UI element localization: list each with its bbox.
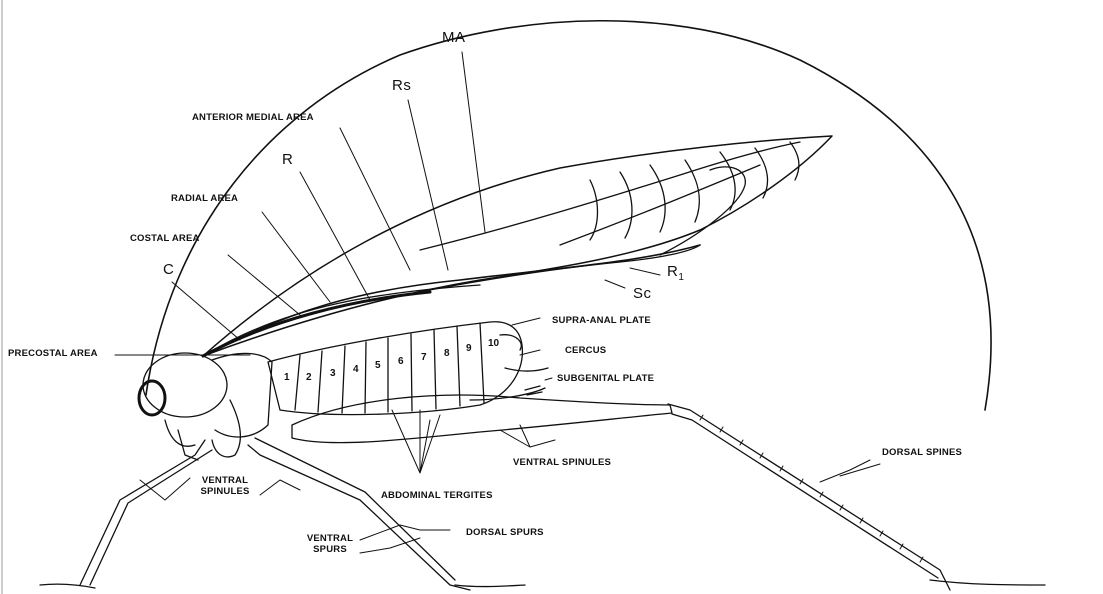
- wing-vein-r1: [560, 165, 760, 245]
- wing-crossvein-7: [790, 142, 799, 180]
- label-r1: R1: [667, 264, 684, 286]
- label-subgenital-plate: SUBGENITAL PLATE: [557, 373, 654, 384]
- label-anterior-medial-area: ANTERIOR MEDIAL AREA: [192, 112, 314, 123]
- segment-number: 8: [444, 348, 450, 359]
- label-precostal-area: PRECOSTAL AREA: [8, 348, 98, 359]
- label-costal-area: COSTAL AREA: [130, 233, 200, 244]
- segment-number: 2: [306, 372, 312, 383]
- label-ventral-spinules-mid: VENTRAL SPINULES: [513, 457, 611, 468]
- label-r: R: [282, 152, 293, 168]
- pronotum: [212, 353, 272, 437]
- hind-tibia: [668, 404, 950, 590]
- label-dorsal-spurs: DORSAL SPURS: [466, 527, 544, 538]
- label-cercus: CERCUS: [565, 345, 606, 356]
- wing-crossvein-2: [620, 172, 632, 238]
- segment-number: 9: [466, 343, 472, 354]
- label-sc: Sc: [633, 286, 652, 302]
- label-supra-anal-plate: SUPRA-ANAL PLATE: [552, 315, 651, 326]
- wing-subcosta-vein: [210, 285, 480, 352]
- wing-vein-ma: [420, 142, 800, 250]
- label-ventral-spurs-line1: VENTRAL: [300, 533, 360, 544]
- segment-number: 3: [330, 368, 336, 379]
- cercus-shape: [505, 368, 548, 371]
- wing-costal-veins: [203, 292, 430, 356]
- wing-crossvein-3: [650, 165, 665, 232]
- supra-anal-plate-shape: [500, 335, 521, 350]
- label-ventral-spurs-line2: SPURS: [300, 544, 360, 555]
- segment-number: 6: [398, 356, 404, 367]
- compound-eye: [139, 381, 165, 415]
- label-r1-sub: 1: [678, 272, 684, 283]
- mouthparts: [165, 420, 198, 460]
- label-radial-area: RADIAL AREA: [171, 193, 238, 204]
- label-c: C: [163, 262, 174, 278]
- label-ventral-spinules-left-line2: SPINULES: [190, 486, 260, 497]
- wing-vein-ovate: [660, 167, 745, 255]
- label-ventral-spinules-left: VENTRAL SPINULES: [190, 475, 260, 497]
- label-ma: MA: [442, 30, 466, 46]
- label-dorsal-spines: DORSAL SPINES: [882, 447, 962, 458]
- label-ventral-spurs: VENTRAL SPURS: [300, 533, 360, 555]
- segment-number: 5: [375, 360, 381, 371]
- segment-number: 4: [353, 364, 359, 375]
- wing-crossvein-6: [755, 148, 768, 198]
- label-abdominal-tergites: ABDOMINAL TERGITES: [381, 490, 493, 501]
- label-ventral-spinules-left-line1: VENTRAL: [190, 475, 260, 486]
- segment-number: 10: [488, 338, 499, 349]
- segment-number: 7: [421, 352, 427, 363]
- segment-number: 1: [284, 372, 290, 383]
- front-coxa: [212, 400, 240, 457]
- middle-leg: [248, 438, 470, 590]
- front-leg: [80, 440, 212, 585]
- hind-femur: [292, 395, 672, 443]
- label-r1-main: R: [667, 263, 678, 280]
- front-tarsus: [40, 584, 95, 588]
- middle-tarsus: [455, 585, 525, 587]
- head: [143, 353, 227, 417]
- label-rs: Rs: [392, 78, 411, 94]
